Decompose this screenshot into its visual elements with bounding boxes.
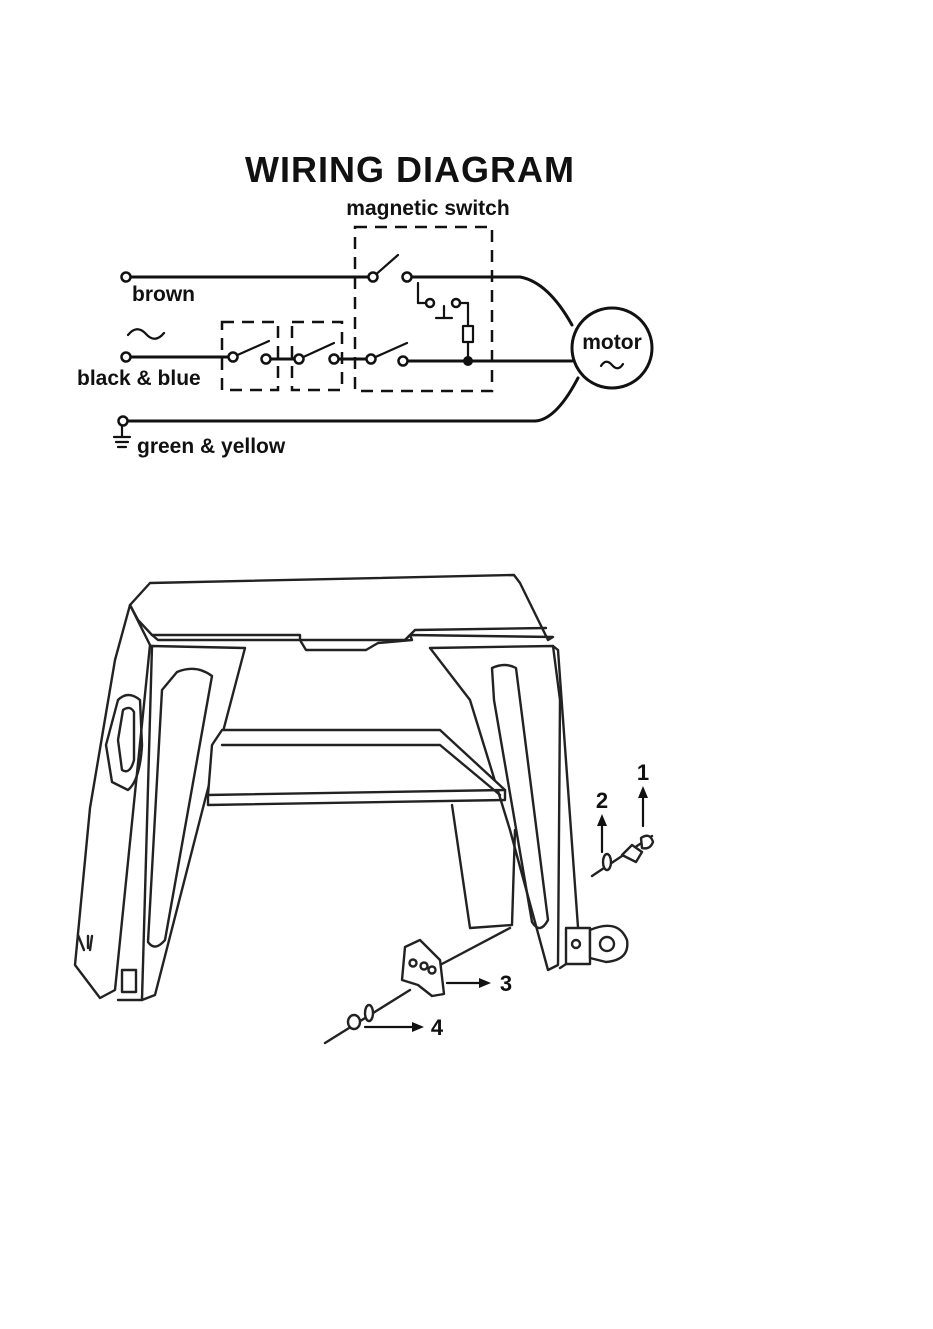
magnetic-switch-box [355, 227, 492, 391]
motor-label: motor [582, 331, 642, 354]
callout-3: 3 [500, 971, 512, 996]
green-yellow-label: green & yellow [137, 435, 286, 458]
ac-sine-icon [128, 329, 164, 339]
corner-bracket [402, 928, 510, 996]
diagram-title: WIRING DIAGRAM [245, 149, 575, 190]
black-blue-wire [122, 341, 573, 366]
motor-symbol: motor [572, 308, 652, 388]
stand-illustration: 1 2 3 4 [75, 575, 653, 1043]
callout-2: 2 [596, 788, 608, 813]
callout-1: 1 [637, 760, 649, 785]
brown-label: brown [132, 283, 195, 306]
wheel-bracket [566, 926, 627, 964]
control-circuit [418, 283, 473, 366]
callout-4: 4 [431, 1015, 444, 1040]
nut-and-bolt [325, 990, 410, 1043]
black-blue-label: black & blue [77, 367, 201, 390]
wiring-diagram: WIRING DIAGRAM magnetic switch brown [77, 149, 652, 458]
magnetic-switch-label: magnetic switch [346, 197, 509, 220]
